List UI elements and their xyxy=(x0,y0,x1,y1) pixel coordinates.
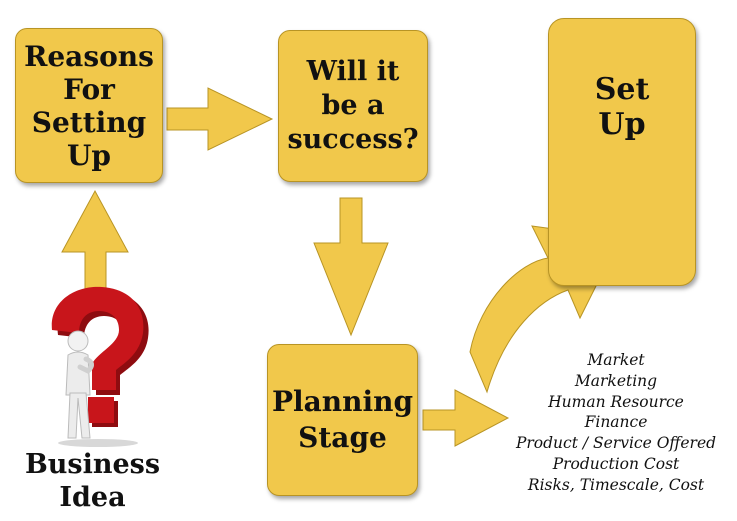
success-box: Will it be a success? xyxy=(278,30,428,182)
reasons-box: Reasons For Setting Up xyxy=(15,28,163,183)
arrow-down-to-planning xyxy=(313,197,389,337)
factor-item: Risks, Timescale, Cost xyxy=(527,475,705,494)
factor-item: Product / Service Offered xyxy=(515,434,717,453)
arrow-right-to-factors xyxy=(422,389,510,447)
arrow-up-to-reasons xyxy=(61,189,129,294)
business-idea-label: Business Idea xyxy=(24,449,161,513)
success-label: Will it be a success? xyxy=(287,56,419,155)
factor-item: Marketing xyxy=(574,371,658,390)
factor-item: Finance xyxy=(584,413,648,432)
question-mark-figure-icon xyxy=(51,286,149,447)
arrow-right-to-success xyxy=(166,87,274,151)
planning-box: Planning Stage xyxy=(267,344,418,496)
factor-item: Market xyxy=(587,351,645,369)
factor-item: Human Resource xyxy=(548,392,684,411)
setup-label: Set Up xyxy=(594,72,650,142)
reasons-label: Reasons For Setting Up xyxy=(24,39,154,172)
planning-factors-list: Market Marketing Human Resource Finance … xyxy=(496,350,736,496)
factor-item: Production Cost xyxy=(552,454,680,473)
setup-box: Set Up xyxy=(548,18,696,286)
planning-label: Planning Stage xyxy=(271,385,414,454)
